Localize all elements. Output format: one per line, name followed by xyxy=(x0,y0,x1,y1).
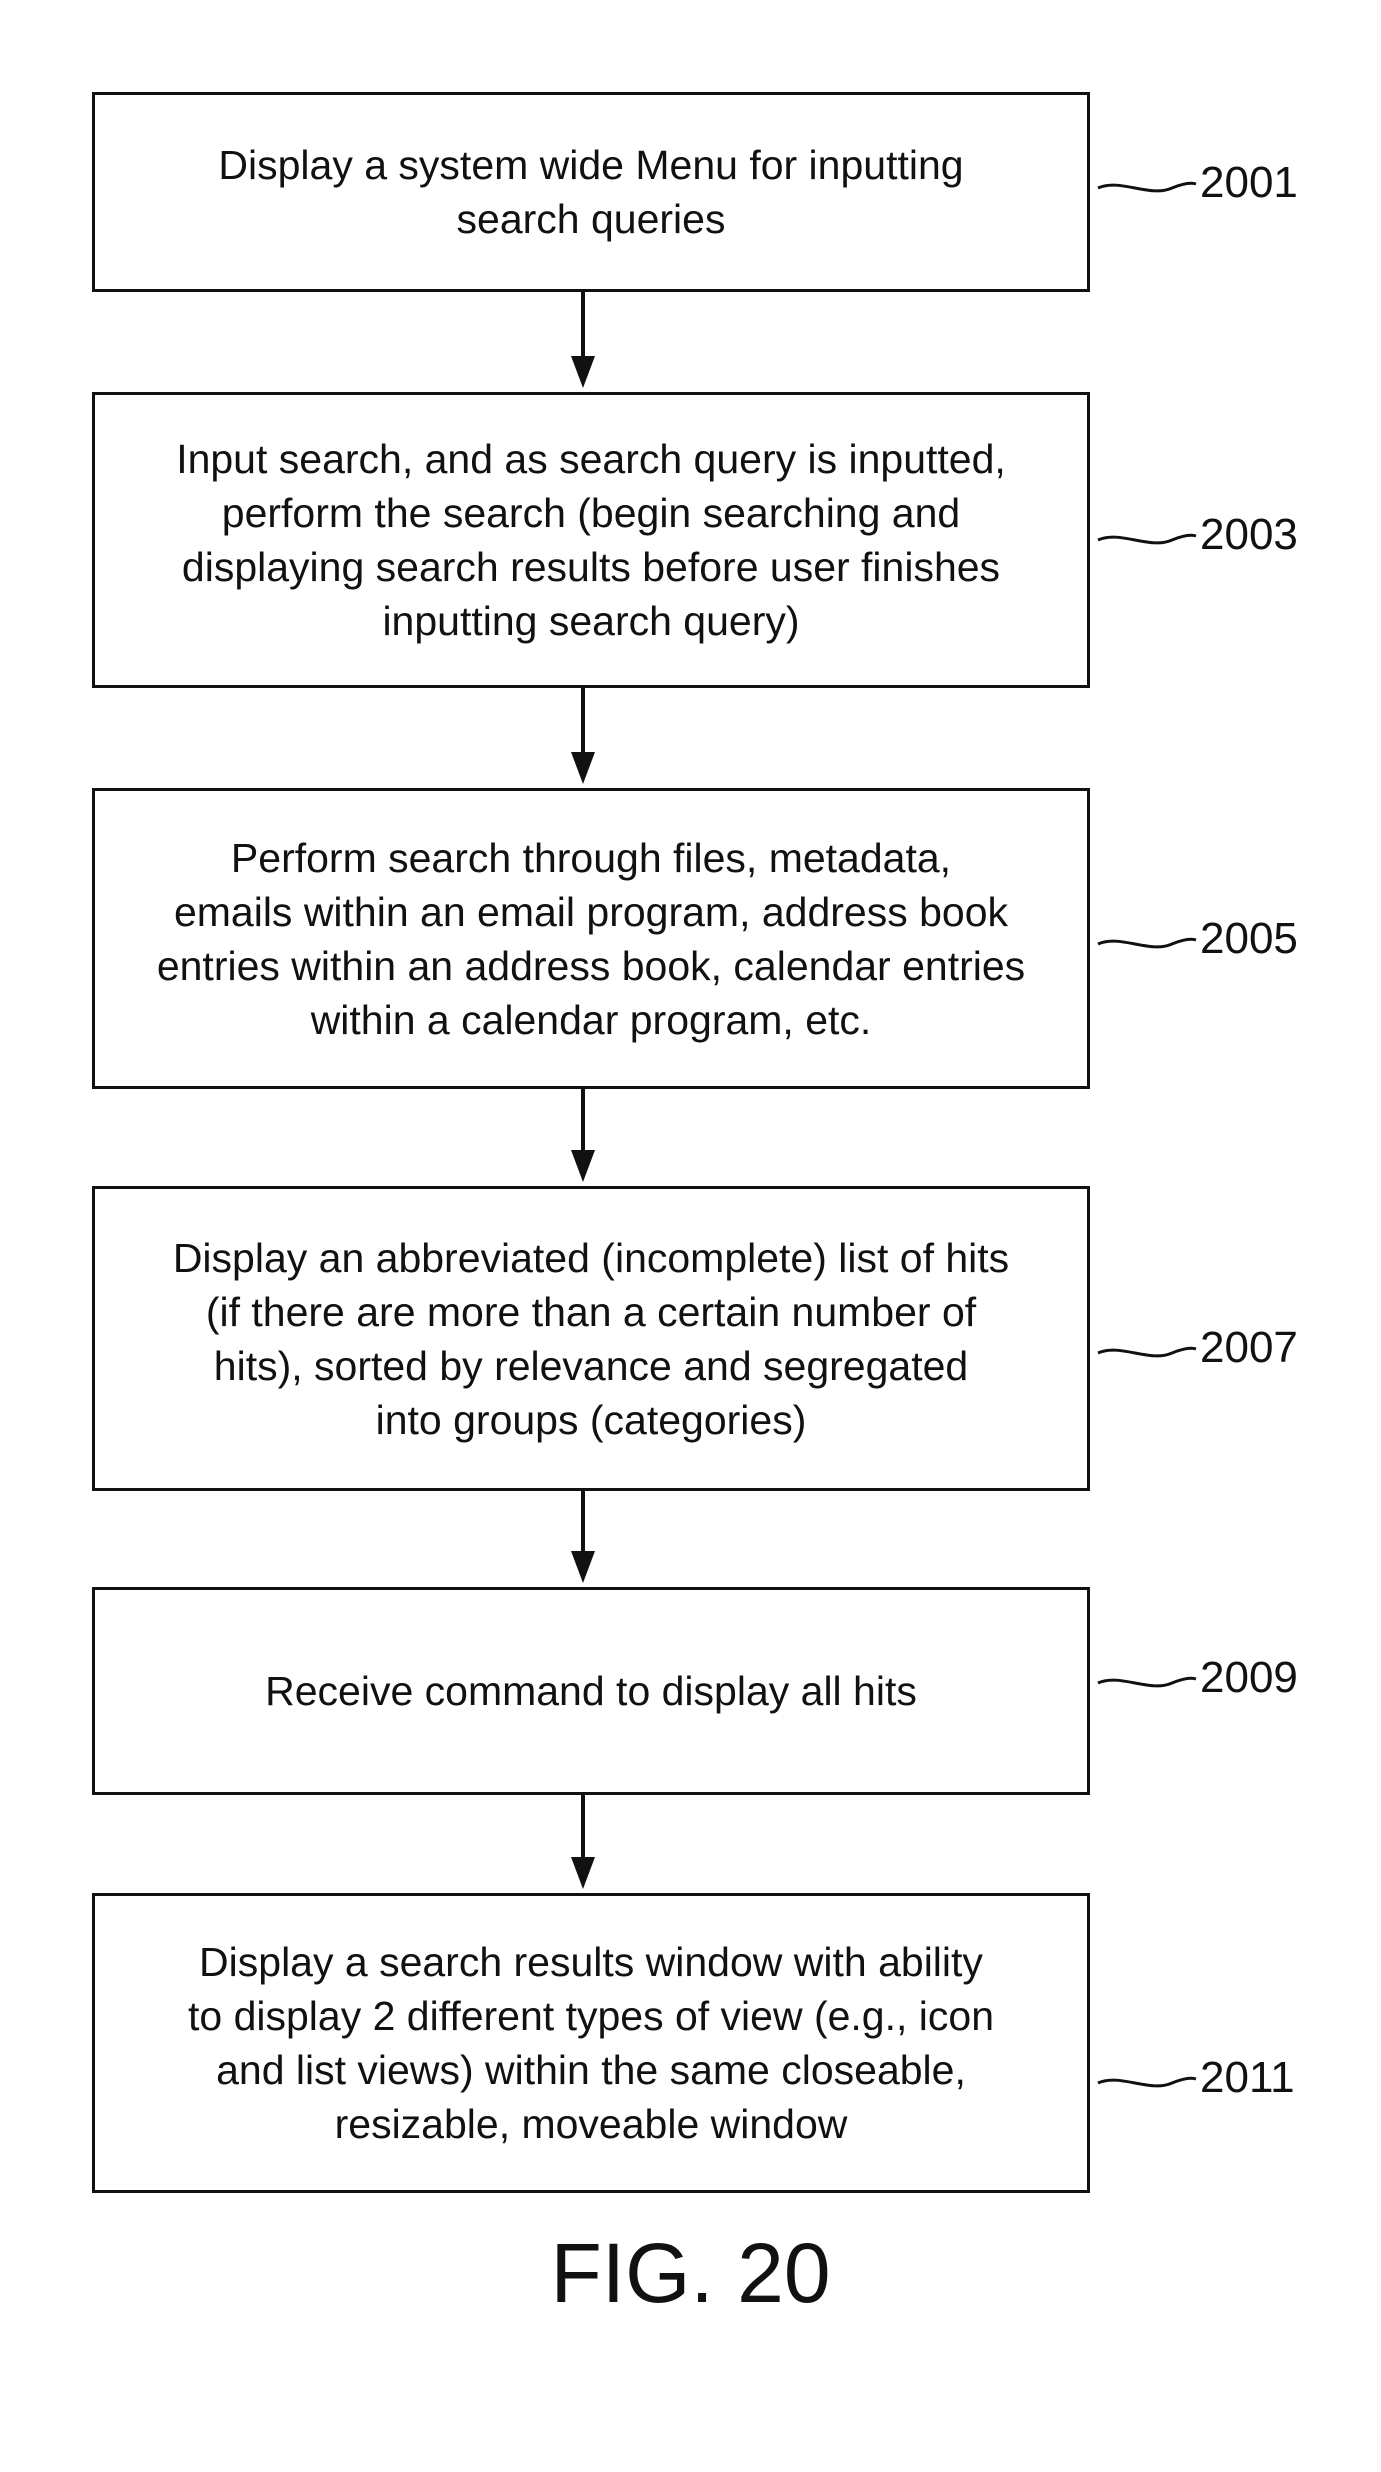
leader-2003 xyxy=(1098,535,1196,543)
arrow-head xyxy=(571,1150,595,1182)
step-text: Receive command to display all hits xyxy=(265,1664,917,1718)
reference-leaders xyxy=(1098,183,1196,2086)
step-box-2009: Receive command to display all hits xyxy=(92,1587,1090,1795)
leader-2011 xyxy=(1098,2078,1196,2086)
figure-caption: FIG. 20 xyxy=(0,2225,1381,2321)
ref-label-2011: 2011 xyxy=(1200,2053,1295,2103)
ref-label-2009: 2009 xyxy=(1200,1653,1298,1703)
leader-2005 xyxy=(1098,939,1196,947)
step-box-2003: Input search, and as search query is inp… xyxy=(92,392,1090,688)
step-box-2007: Display an abbreviated (incomplete) list… xyxy=(92,1186,1090,1491)
step-text: Display a search results window with abi… xyxy=(188,1935,994,2151)
step-box-2001: Display a system wide Menu for inputting… xyxy=(92,92,1090,292)
step-text: Input search, and as search query is inp… xyxy=(176,432,1006,648)
leader-2009 xyxy=(1098,1678,1196,1686)
step-text: Display an abbreviated (incomplete) list… xyxy=(173,1231,1009,1447)
arrow-head xyxy=(571,356,595,388)
step-text: Perform search through files, metadata, … xyxy=(157,831,1025,1047)
ref-label-2003: 2003 xyxy=(1200,510,1298,560)
ref-label-2001: 2001 xyxy=(1200,158,1298,208)
leader-2007 xyxy=(1098,1348,1196,1356)
ref-label-2005: 2005 xyxy=(1200,914,1298,964)
arrow-head xyxy=(571,752,595,784)
arrow-head xyxy=(571,1857,595,1889)
arrow-head xyxy=(571,1551,595,1583)
leader-2001 xyxy=(1098,183,1196,191)
step-box-2005: Perform search through files, metadata, … xyxy=(92,788,1090,1089)
step-box-2011: Display a search results window with abi… xyxy=(92,1893,1090,2193)
step-text: Display a system wide Menu for inputting… xyxy=(218,138,963,246)
ref-label-2007: 2007 xyxy=(1200,1323,1298,1373)
